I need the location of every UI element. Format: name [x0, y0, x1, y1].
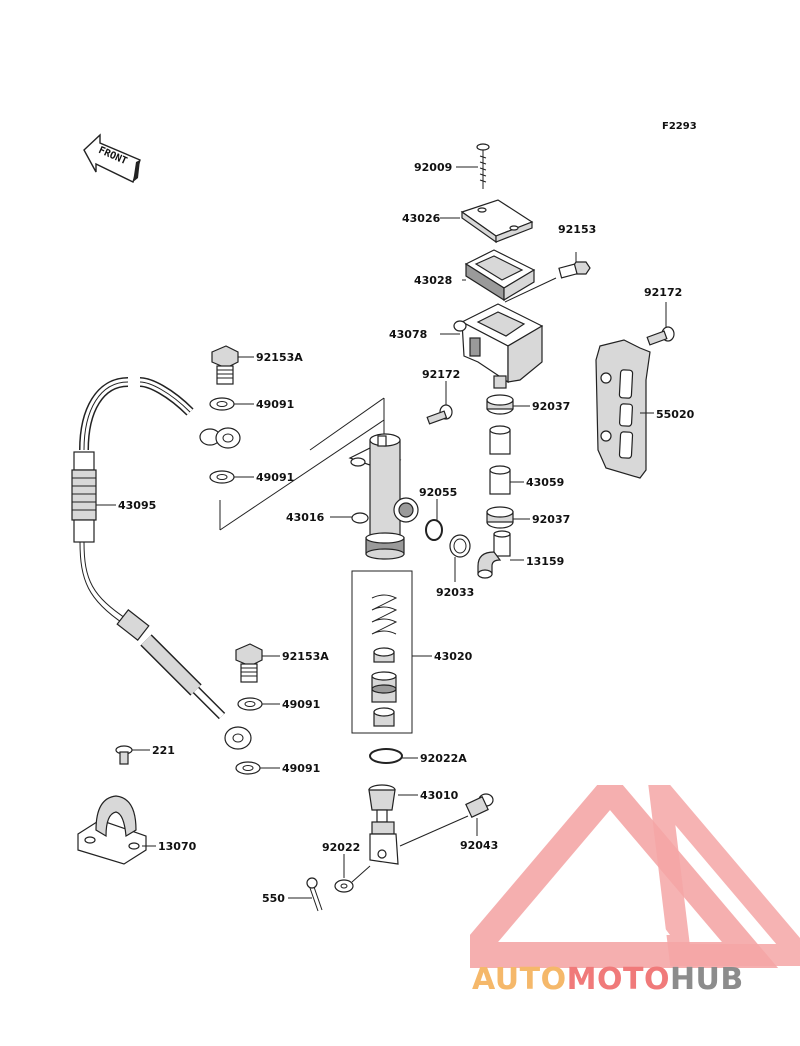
bracket-13070 [77, 795, 147, 865]
label-43020: 43020 [434, 650, 473, 663]
label-92033: 92033 [436, 586, 474, 599]
label-92153: 92153 [558, 223, 596, 236]
reservoir-43078 [453, 303, 544, 389]
wordmark-auto: AUTO [472, 962, 567, 997]
label-43095: 43095 [118, 499, 156, 512]
circlip-92022A [369, 748, 403, 764]
label-49091-d: 49091 [282, 762, 320, 775]
banjo-bolt-92153A-top [211, 345, 239, 385]
screw-92172-mid [426, 404, 453, 425]
washer-92022 [334, 879, 354, 893]
screw-92172-top [646, 326, 675, 346]
label-43059: 43059 [526, 476, 564, 489]
label-49091-c: 49091 [282, 698, 320, 711]
washer-49091-b [209, 470, 235, 484]
label-92037-b: 92037 [532, 513, 570, 526]
cap-43026 [460, 199, 534, 244]
bolt-92153 [558, 261, 591, 279]
hose-43059 [489, 425, 511, 495]
clamp-92037-b [486, 506, 514, 529]
front-arrow-icon: FRONT [83, 133, 141, 183]
label-92153A-top: 92153A [256, 351, 303, 364]
piston-kit-43020 [351, 570, 413, 734]
label-92037-a: 92037 [532, 400, 570, 413]
label-43028: 43028 [414, 274, 452, 287]
screw-92009 [476, 143, 490, 189]
figure-code: F2293 [662, 121, 697, 132]
wordmark-hub: HUB [669, 962, 744, 997]
automotohub-logo-icon [470, 785, 800, 968]
brake-hose-43095 [71, 377, 252, 750]
label-43078: 43078 [389, 328, 427, 341]
automotohub-wordmark: AUTOMOTOHUB [472, 962, 744, 997]
label-92153A-bottom: 92153A [282, 650, 329, 663]
elbow-13159 [477, 530, 511, 579]
label-221: 221 [152, 744, 175, 757]
cylinder-body-43016 [309, 397, 419, 560]
label-92009: 92009 [414, 161, 452, 174]
label-49091-b: 49091 [256, 471, 294, 484]
label-92172-top: 92172 [644, 286, 682, 299]
circlip-92033 [449, 534, 471, 558]
oring-92055 [425, 519, 443, 541]
label-13159: 13159 [526, 555, 564, 568]
label-92055: 92055 [419, 486, 457, 499]
clamp-92037-a [486, 394, 514, 415]
guard-plate-55020 [595, 339, 651, 479]
banjo-bolt-92153A-bottom [235, 643, 263, 683]
wordmark-moto: MOTO [566, 962, 670, 997]
label-92022: 92022 [322, 841, 360, 854]
pin-92043 [465, 793, 494, 818]
label-49091-a: 49091 [256, 398, 294, 411]
screw-221 [115, 745, 133, 765]
washer-49091-d [235, 761, 261, 775]
cotter-pin-550 [306, 877, 323, 912]
label-43010: 43010 [420, 789, 459, 802]
diaphragm-43028 [464, 249, 536, 302]
label-43026: 43026 [402, 212, 441, 225]
label-92043: 92043 [460, 839, 498, 852]
washer-49091-a [209, 397, 235, 411]
washer-49091-c [237, 697, 263, 711]
label-550: 550 [262, 892, 285, 905]
label-92022A: 92022A [420, 752, 467, 765]
label-13070: 13070 [158, 840, 197, 853]
label-55020: 55020 [656, 408, 695, 421]
push-rod-43010 [368, 784, 399, 865]
label-43016: 43016 [286, 511, 325, 524]
label-92172-mid: 92172 [422, 368, 460, 381]
